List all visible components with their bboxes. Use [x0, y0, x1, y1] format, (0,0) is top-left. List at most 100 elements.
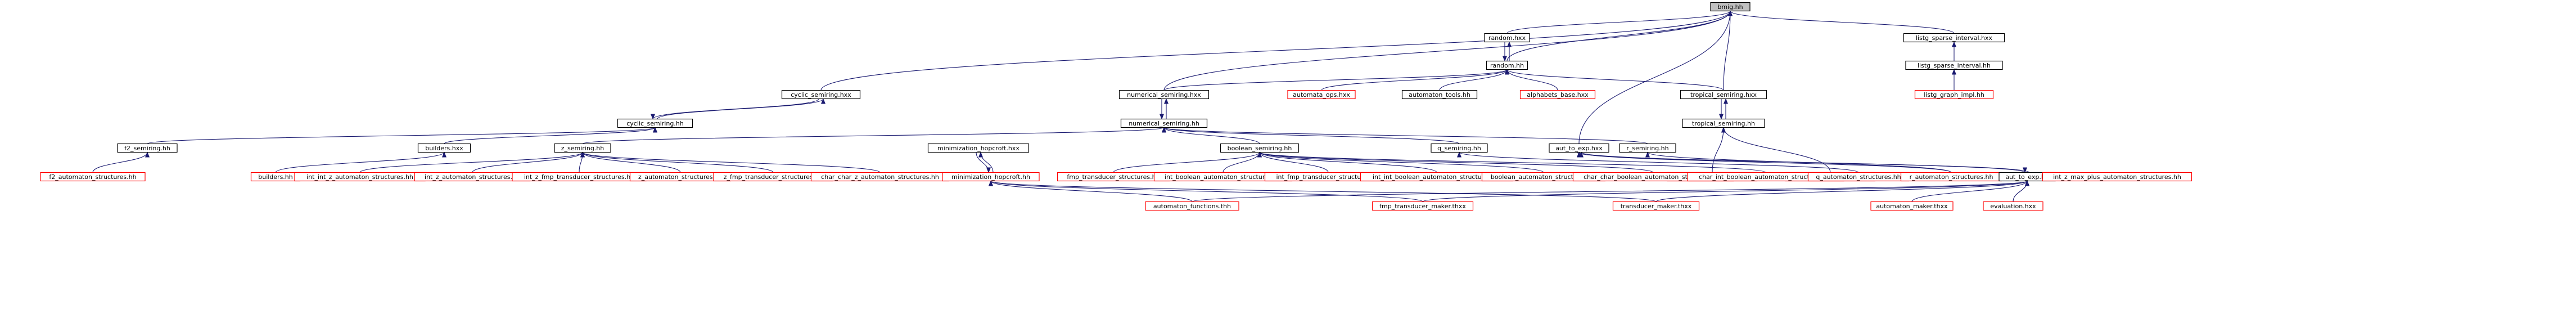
edge-transducer_maker-to-minimization_hopcroft_hh	[989, 180, 1657, 202]
node-bmig[interactable]: bmig.hh	[1710, 2, 1751, 12]
node-listg_graph_impl[interactable]: listg_graph_impl.hh	[1914, 89, 1994, 100]
node-box	[1870, 201, 1954, 211]
node-box	[1287, 89, 1356, 100]
edge-char_int_boolean_automaton_structures-to-boolean_semiring	[1257, 151, 1766, 173]
node-cyclic_semiring_hh[interactable]: cyclic_semiring.hh	[617, 118, 693, 128]
node-aut_to_exp_hxx[interactable]: aut_to_exp.hxx	[1549, 143, 1609, 153]
node-random_hh[interactable]: random.hh	[1486, 60, 1528, 70]
node-cyclic_semiring_hxx[interactable]: cyclic_semiring.hxx	[781, 89, 861, 100]
node-label: listg_sparse_interval.hh	[1918, 62, 1991, 69]
node-transducer_maker[interactable]: transducer_maker.thxx	[1612, 201, 1700, 211]
node-listg_sparse_interval_hh[interactable]: listg_sparse_interval.hh	[1905, 60, 2003, 70]
edge-fmp_transducer_structures-to-boolean_semiring	[1113, 151, 1262, 173]
node-label: builders.hh	[258, 173, 293, 181]
edge-random_hxx-to-bmig	[1506, 10, 1733, 34]
edge-boolean_automaton_structures-to-boolean_semiring	[1257, 151, 1544, 173]
node-int_z_fmp_transducer_structures[interactable]: int_z_fmp_transducer_structures.hh	[512, 172, 647, 182]
node-builders_hh[interactable]: builders.hh	[250, 172, 301, 182]
node-label: int_z_max_plus_automaton_structures.hh	[2053, 173, 2181, 181]
node-label: tropical_semiring.hh	[1692, 120, 1755, 127]
node-label: char_char_z_automaton_structures.hh	[821, 173, 939, 181]
node-fmp_transducer_structures[interactable]: fmp_transducer_structures.hh	[1057, 172, 1170, 182]
edge-transducer_maker-to-aut_to_exp_hh	[1655, 180, 2029, 202]
node-automaton_maker[interactable]: automaton_maker.thxx	[1870, 201, 1954, 211]
node-f2_semiring[interactable]: f2_semiring.hh	[117, 143, 178, 153]
node-random_hxx[interactable]: random.hxx	[1484, 33, 1530, 43]
node-box	[1710, 2, 1751, 12]
edge-evaluation-to-aut_to_exp_hh	[2013, 180, 2029, 202]
node-label: char_int_boolean_automaton_structures.hh	[1699, 173, 1833, 181]
node-label: fmp_transducer_structures.hh	[1067, 173, 1160, 181]
edge-random_hh-to-bmig	[1506, 10, 1733, 61]
node-label: minimization_hopcroft.hh	[951, 173, 1030, 181]
node-q_automaton_structures[interactable]: q_automaton_structures.hh	[1807, 172, 1910, 182]
node-numerical_semiring_hh[interactable]: numerical_semiring.hh	[1120, 118, 1208, 128]
node-r_automaton_structures[interactable]: r_automaton_structures.hh	[1900, 172, 2002, 182]
node-f2_automaton_structures[interactable]: f2_automaton_structures.hh	[40, 172, 146, 182]
node-alphabets_base[interactable]: alphabets_base.hxx	[1519, 89, 1596, 100]
node-fmp_transducer_maker[interactable]: fmp_transducer_maker.thxx	[1372, 201, 1474, 211]
node-label: automaton_tools.hh	[1409, 91, 1470, 98]
node-aut_to_exp_hh[interactable]: aut_to_exp.hh	[1998, 172, 2056, 182]
node-automaton_functions[interactable]: automaton_functions.thh	[1145, 201, 1239, 211]
edge-r_semiring-to-numerical_semiring_hh	[1162, 127, 1648, 145]
node-boolean_semiring[interactable]: boolean_semiring.hh	[1220, 143, 1300, 153]
node-box	[1401, 89, 1478, 100]
node-minimization_hopcroft_hh[interactable]: minimization_hopcroft.hh	[942, 172, 1040, 182]
edge-int_fmp_transducer_structures-to-boolean_semiring	[1257, 151, 1329, 173]
node-box	[1549, 143, 1609, 153]
edge-r_automaton_structures-to-r_semiring	[1645, 151, 1952, 173]
edge-aut_to_exp_hxx-to-bmig	[1578, 10, 1733, 144]
node-int_int_boolean_automaton_structures[interactable]: int_int_boolean_automaton_structures.hh	[1360, 172, 1514, 182]
edge-tropical_semiring_hxx-to-random_hh	[1505, 69, 1724, 91]
edge-z_automaton_structures-to-z_semiring	[580, 151, 681, 173]
node-z_fmp_transducer_structures[interactable]: z_fmp_transducer_structures.hh	[713, 172, 833, 182]
edges-layer	[92, 10, 2117, 202]
node-label: alphabets_base.hxx	[1527, 91, 1589, 98]
node-box	[1680, 89, 1767, 100]
node-label: automaton_functions.thh	[1153, 203, 1231, 210]
node-numerical_semiring_hxx[interactable]: numerical_semiring.hxx	[1118, 89, 1210, 100]
node-evaluation[interactable]: evaluation.hxx	[1983, 201, 2043, 211]
node-label: r_automaton_structures.hh	[1910, 173, 1993, 181]
node-int_z_automaton_structures[interactable]: int_z_automaton_structures.hh	[414, 172, 531, 182]
edge-minimization_hopcroft_hh-to-minimization_hopcroft_hxx	[978, 151, 994, 173]
node-box	[617, 118, 693, 128]
edge-listg_sparse_interval_hxx-to-bmig	[1728, 10, 1955, 34]
node-z_automaton_structures[interactable]: z_automaton_structures.hh	[629, 172, 732, 182]
node-label: int_z_fmp_transducer_structures.hh	[524, 173, 634, 181]
node-label: automaton_maker.thxx	[1876, 203, 1948, 210]
node-label: int_int_z_automaton_structures.hh	[306, 173, 413, 181]
node-tropical_semiring_hh[interactable]: tropical_semiring.hh	[1682, 118, 1765, 128]
node-char_int_boolean_automaton_structures[interactable]: char_int_boolean_automaton_structures.hh	[1687, 172, 1844, 182]
node-automata_ops[interactable]: automata_ops.hxx	[1287, 89, 1356, 100]
node-box	[1619, 143, 1676, 153]
node-label: fmp_transducer_maker.thxx	[1379, 203, 1466, 210]
edge-cyclic_semiring_hxx-to-cyclic_semiring_hh	[651, 98, 819, 120]
node-listg_sparse_interval_hxx[interactable]: listg_sparse_interval.hxx	[1903, 33, 2005, 43]
node-label: listg_sparse_interval.hxx	[1916, 34, 1993, 42]
edge-automaton_functions-to-minimization_hopcroft_hh	[989, 180, 1193, 202]
node-box	[554, 143, 611, 153]
node-char_char_z_automaton_structures[interactable]: char_char_z_automaton_structures.hh	[810, 172, 950, 182]
node-automaton_tools[interactable]: automaton_tools.hh	[1401, 89, 1478, 100]
node-r_semiring[interactable]: r_semiring.hh	[1619, 143, 1676, 153]
node-label: r_semiring.hh	[1626, 145, 1668, 152]
node-int_z_max_plus_automaton_structures[interactable]: int_z_max_plus_automaton_structures.hh	[2042, 172, 2192, 182]
node-tropical_semiring_hxx[interactable]: tropical_semiring.hxx	[1680, 89, 1767, 100]
node-q_semiring[interactable]: q_semiring.hh	[1431, 143, 1488, 153]
node-minimization_hopcroft_hxx[interactable]: minimization_hopcroft.hxx	[927, 143, 1030, 153]
node-label: z_semiring.hh	[561, 145, 604, 152]
edge-boolean_semiring-to-numerical_semiring_hh	[1162, 127, 1260, 145]
edge-f2_semiring-to-cyclic_semiring_hh	[147, 127, 657, 145]
edge-q_automaton_structures-to-q_semiring	[1457, 151, 1859, 173]
node-builders_hxx[interactable]: builders.hxx	[417, 143, 471, 153]
node-int_int_z_automaton_structures[interactable]: int_int_z_automaton_structures.hh	[294, 172, 426, 182]
node-label: evaluation.hxx	[1990, 203, 2036, 210]
edge-automata_ops-to-random_hh	[1321, 69, 1509, 91]
node-z_semiring[interactable]: z_semiring.hh	[554, 143, 611, 153]
node-label: boolean_automaton_structures.hh	[1491, 173, 1596, 181]
nodes-layer: bmig.hh random.hxx random.hh listg_sparse_i…	[40, 2, 2192, 211]
node-label: q_automaton_structures.hh	[1816, 173, 1901, 181]
